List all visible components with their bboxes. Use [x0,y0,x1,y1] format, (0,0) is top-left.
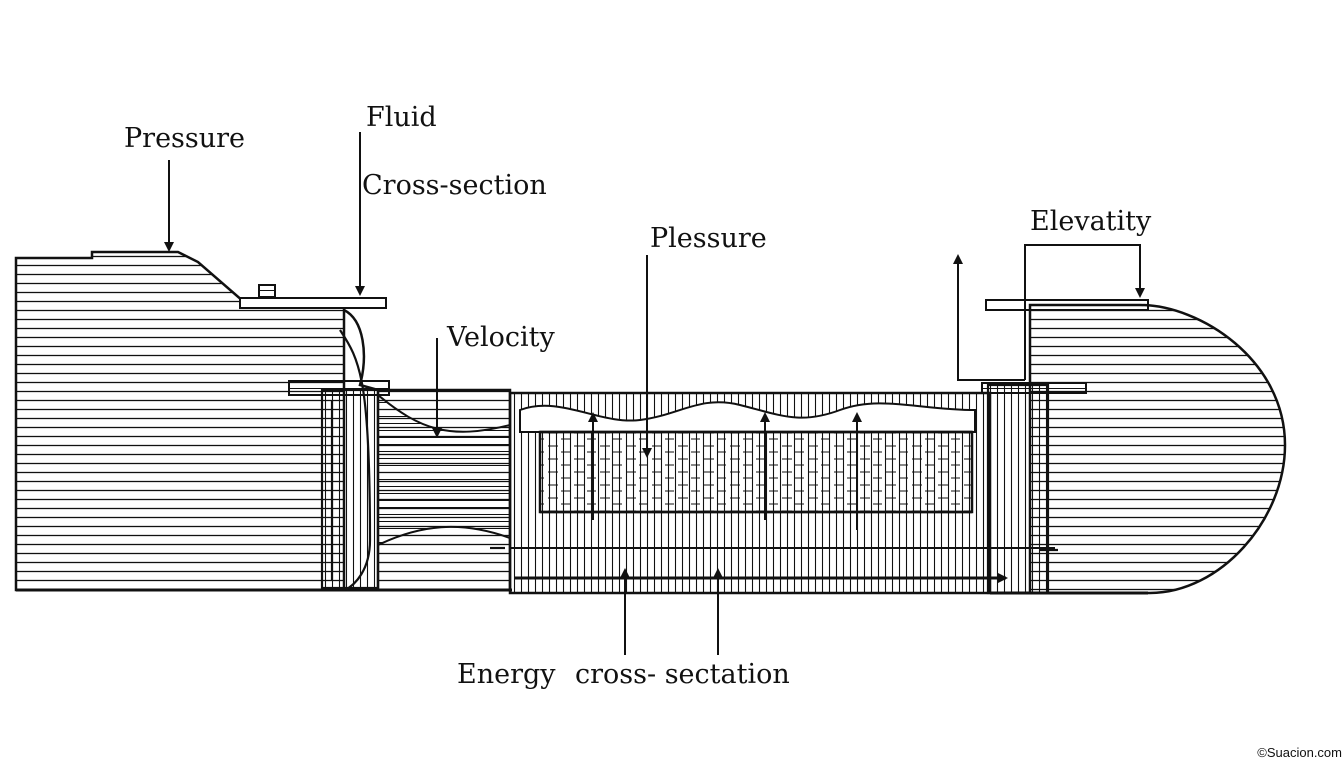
label-pressure-top: Pressure [124,123,246,154]
throat-section [376,388,512,592]
credit-watermark: ©Suacion.com [1257,745,1342,760]
central-channel [508,391,1055,595]
flow-lines [330,329,1058,591]
label-elevatity: Elevatity [1030,206,1152,237]
label-plessure: Plessure [650,223,767,254]
left-pipe-section [14,250,512,592]
label-velocity: Velocity [447,322,555,353]
right-end-section [981,299,1287,595]
label-cross-section: Cross-section [362,170,547,201]
label-cross-sectation: cross- sectation [575,659,790,690]
top-valve-knob [258,284,276,298]
label-fluid: Fluid [366,102,437,133]
fluid-chamber [538,430,974,514]
pointer-arrows [164,132,1145,655]
label-energy: Energy [457,659,556,690]
